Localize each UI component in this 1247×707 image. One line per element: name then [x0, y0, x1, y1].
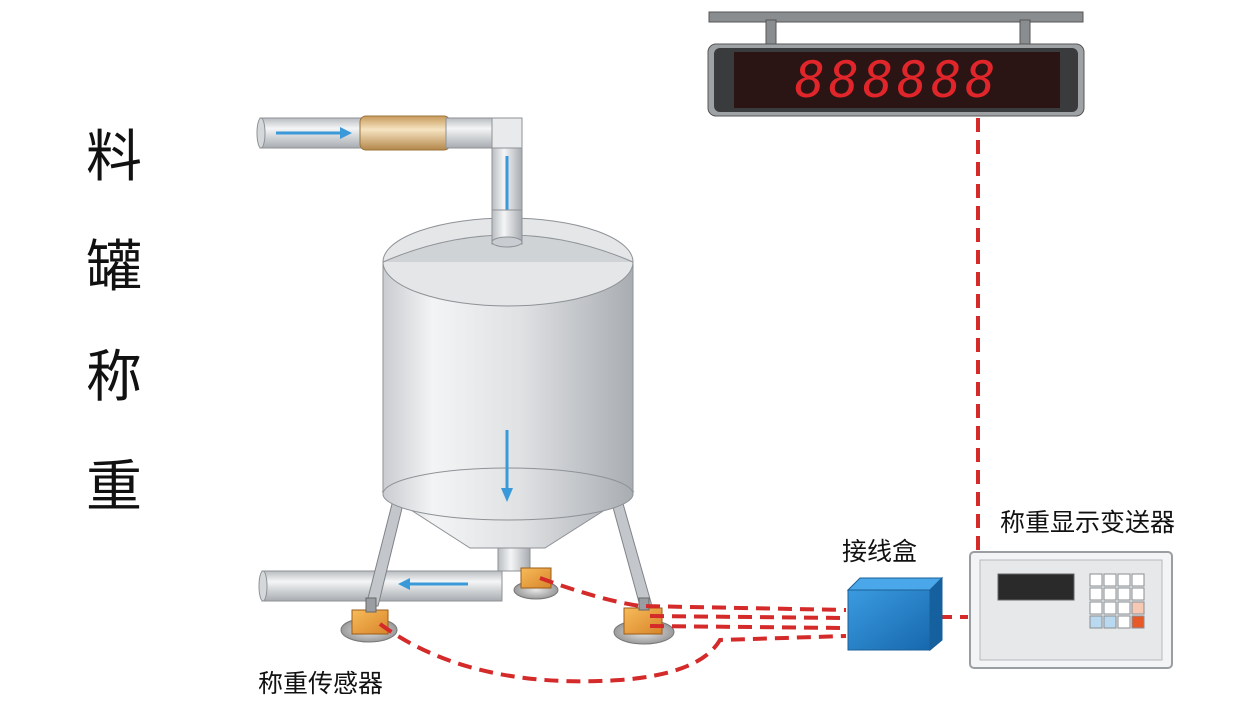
title-char: 重: [86, 455, 142, 520]
signal-cables: [378, 118, 980, 684]
keypad-key: [1103, 587, 1117, 601]
keypad-key: [1131, 573, 1145, 587]
keypad-key: [1131, 615, 1145, 629]
keypad-key: [1089, 601, 1103, 615]
junction-box-label: 接线盒: [842, 537, 918, 566]
led-display-board: [707, 11, 1085, 117]
keypad-key: [1103, 601, 1117, 615]
keypad-key: [1117, 587, 1131, 601]
keypad-key: [1117, 615, 1131, 629]
title-char: 称: [86, 345, 142, 410]
load-cell-left: [340, 597, 398, 643]
flow-arrow-icon: [398, 578, 468, 590]
title-char: 料: [86, 125, 142, 190]
flow-arrow-icon: [501, 430, 513, 502]
page-title: 料 罐 称 重: [82, 130, 146, 570]
led-digits: 888888: [794, 51, 1000, 109]
keypad-key: [1089, 587, 1103, 601]
keypad-key: [1103, 615, 1117, 629]
keypad: [1089, 573, 1145, 629]
keypad-key: [1089, 573, 1103, 587]
flow-arrow-icon: [276, 127, 352, 139]
sensor-label: 称重传感器: [258, 669, 384, 698]
junction-box: [846, 576, 944, 652]
title-char: 罐: [86, 235, 142, 300]
keypad-key: [1117, 573, 1131, 587]
transmitter-label: 称重显示变送器: [1000, 508, 1176, 537]
keypad-key: [1103, 573, 1117, 587]
material-tank: [365, 209, 653, 607]
keypad-key: [1089, 615, 1103, 629]
keypad-key: [1131, 587, 1145, 601]
load-cell-right: [613, 597, 675, 645]
keypad-key: [1117, 601, 1131, 615]
load-cell-middle: [513, 567, 559, 600]
outlet-pipe: [258, 547, 531, 602]
keypad-key: [1131, 601, 1145, 615]
